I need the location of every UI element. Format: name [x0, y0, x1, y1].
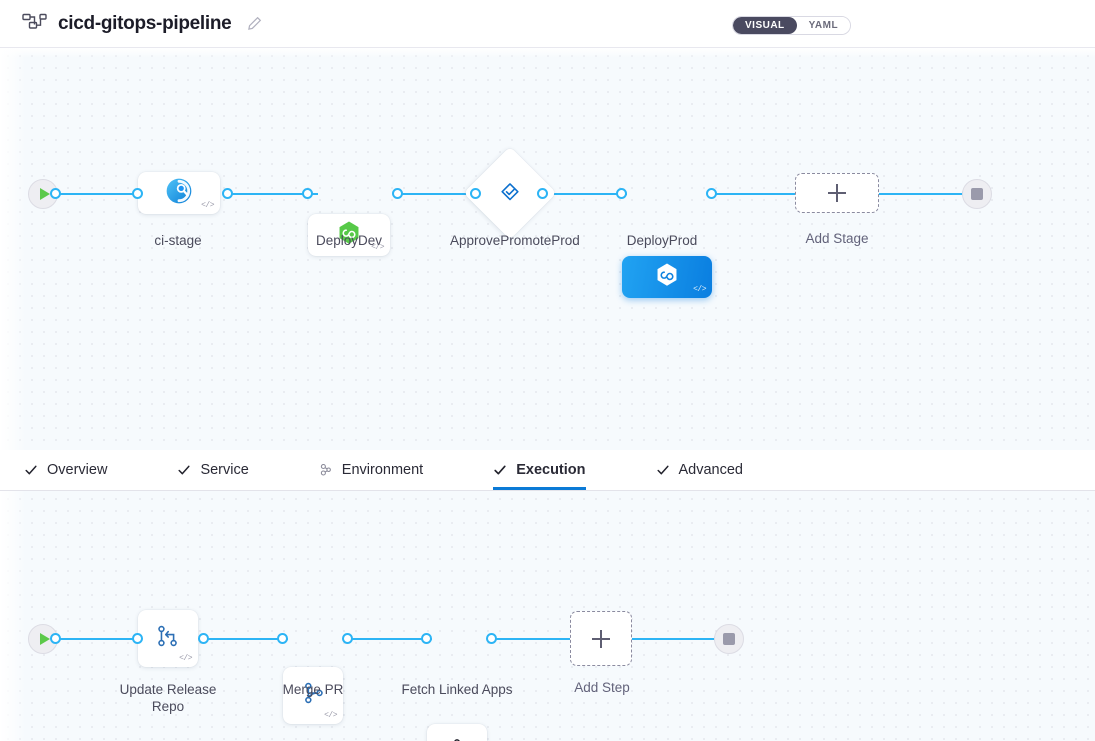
check-icon [24, 463, 38, 477]
edge-approve-to-deployprod [543, 193, 627, 195]
edge-start-to-update-release-repo [56, 638, 146, 640]
stop-icon [971, 188, 983, 200]
plus-icon [828, 184, 846, 202]
edge-add-step-to-end [632, 638, 722, 640]
page-title: cicd-gitops-pipeline [58, 12, 232, 34]
tab-label: Advanced [678, 462, 744, 478]
stage-node-ci-stage[interactable]: </> [138, 172, 220, 214]
cd-hexagon-icon [653, 261, 681, 294]
plus-icon [592, 629, 610, 648]
code-badge: </> [324, 711, 337, 720]
port-fetch-linked-apps-in[interactable] [421, 633, 432, 644]
port-exec-start-out[interactable] [50, 633, 61, 644]
stage-label-deployprod: DeployProd [626, 233, 698, 248]
stage-label-ci-stage: ci-stage [154, 233, 202, 248]
pencil-edit-icon[interactable] [247, 16, 262, 31]
step-label-merge-pr: Merge PR [282, 682, 344, 697]
port-approve-out[interactable] [537, 188, 548, 199]
git-merge-icon [154, 622, 182, 655]
step-node-fetch-linked-apps[interactable]: </> [427, 724, 487, 741]
approval-diamond-icon [497, 180, 523, 206]
git-branch-icon [299, 679, 327, 712]
visual-yaml-toggle[interactable]: VISUAL YAML [732, 16, 852, 35]
code-badge: </> [179, 654, 192, 663]
check-icon [177, 463, 191, 477]
tab-label: Overview [47, 462, 108, 478]
play-icon [39, 188, 50, 200]
pipeline-end-node[interactable] [962, 179, 992, 209]
stop-icon [723, 633, 735, 645]
tab-label: Service [200, 462, 249, 478]
stage-node-approvepromoteprod[interactable] [463, 146, 557, 240]
port-deploydev-in[interactable] [302, 188, 313, 199]
check-icon [493, 463, 507, 477]
add-step-label: Add Step [574, 680, 630, 695]
toggle-option-yaml[interactable]: YAML [796, 17, 851, 34]
tab-execution[interactable]: Execution [493, 450, 605, 490]
tab-overview[interactable]: Overview [24, 450, 127, 490]
edge-fetch-linked-apps-to-add-step [492, 638, 576, 640]
play-icon [39, 633, 50, 645]
port-approve-in[interactable] [470, 188, 481, 199]
port-merge-pr-in[interactable] [277, 633, 288, 644]
end-terminal[interactable] [714, 624, 744, 654]
gitops-apps-icon [442, 735, 472, 741]
tab-environment[interactable]: Environment [319, 450, 443, 490]
add-stage-button[interactable] [795, 173, 879, 213]
execution-start-node[interactable] [28, 624, 58, 654]
tab-label: Execution [516, 462, 586, 478]
step-node-update-release-repo[interactable]: </> [138, 610, 198, 667]
port-start-out[interactable] [50, 188, 61, 199]
edge-deployprod-to-add-stage [712, 193, 802, 195]
edge-update-release-repo-to-merge-pr [204, 638, 288, 640]
edge-start-to-ci-stage [56, 193, 146, 195]
port-update-release-repo-in[interactable] [132, 633, 143, 644]
code-badge: </> [693, 285, 706, 294]
header-left-group: cicd-gitops-pipeline [0, 13, 262, 35]
port-deploydev-out[interactable] [392, 188, 403, 199]
port-deployprod-in[interactable] [616, 188, 627, 199]
port-ci-stage-in[interactable] [132, 188, 143, 199]
edge-ci-stage-to-deploydev [228, 193, 318, 195]
add-step-button[interactable] [570, 611, 632, 666]
approval-diamond-shape[interactable] [463, 146, 557, 240]
stage-label-deploydev: DeployDev [315, 233, 383, 248]
port-update-release-repo-out[interactable] [198, 633, 209, 644]
stage-node-deploydev[interactable]: </> [308, 214, 390, 256]
app-header: cicd-gitops-pipeline VISUAL YAML [0, 0, 1095, 48]
stage-config-tabs[interactable]: Overview Service Environment Execution A… [0, 450, 1095, 491]
ci-build-icon [164, 176, 194, 211]
port-deployprod-out[interactable] [706, 188, 717, 199]
pipeline-icon [22, 13, 48, 35]
tab-service[interactable]: Service [177, 450, 268, 490]
edge-add-stage-to-end [878, 193, 968, 195]
port-ci-stage-out[interactable] [222, 188, 233, 199]
edge-merge-pr-to-fetch-linked-apps [348, 638, 432, 640]
execution-end-node[interactable] [714, 624, 744, 654]
step-label-fetch-linked-apps: Fetch Linked Apps [401, 682, 513, 697]
execution-steps-canvas[interactable]: </> Update Release Repo </> Merge PR [0, 491, 1095, 741]
stage-label-approvepromoteprod: ApprovePromoteProd [450, 233, 580, 248]
end-terminal[interactable] [962, 179, 992, 209]
check-icon [656, 463, 670, 477]
tab-advanced[interactable]: Advanced [656, 450, 764, 490]
stage-canvas[interactable]: </> ci-stage </> DeployDev ApprovePromot… [0, 48, 1095, 450]
code-badge: </> [371, 243, 384, 252]
step-label-update-release-repo: Update Release Repo [119, 682, 217, 714]
port-fetch-linked-apps-out[interactable] [486, 633, 497, 644]
toggle-option-visual[interactable]: VISUAL [733, 17, 797, 34]
port-merge-pr-out[interactable] [342, 633, 353, 644]
tab-label: Environment [341, 462, 424, 478]
step-node-merge-pr[interactable]: </> [283, 667, 343, 724]
cd-hexagon-icon [335, 219, 363, 252]
add-stage-label: Add Stage [805, 231, 869, 246]
edge-deploydev-to-approve [398, 193, 476, 195]
start-terminal[interactable] [28, 624, 58, 654]
stage-node-deployprod[interactable]: </> [622, 256, 712, 298]
infrastructure-icon [319, 463, 333, 477]
code-badge: </> [201, 201, 214, 210]
